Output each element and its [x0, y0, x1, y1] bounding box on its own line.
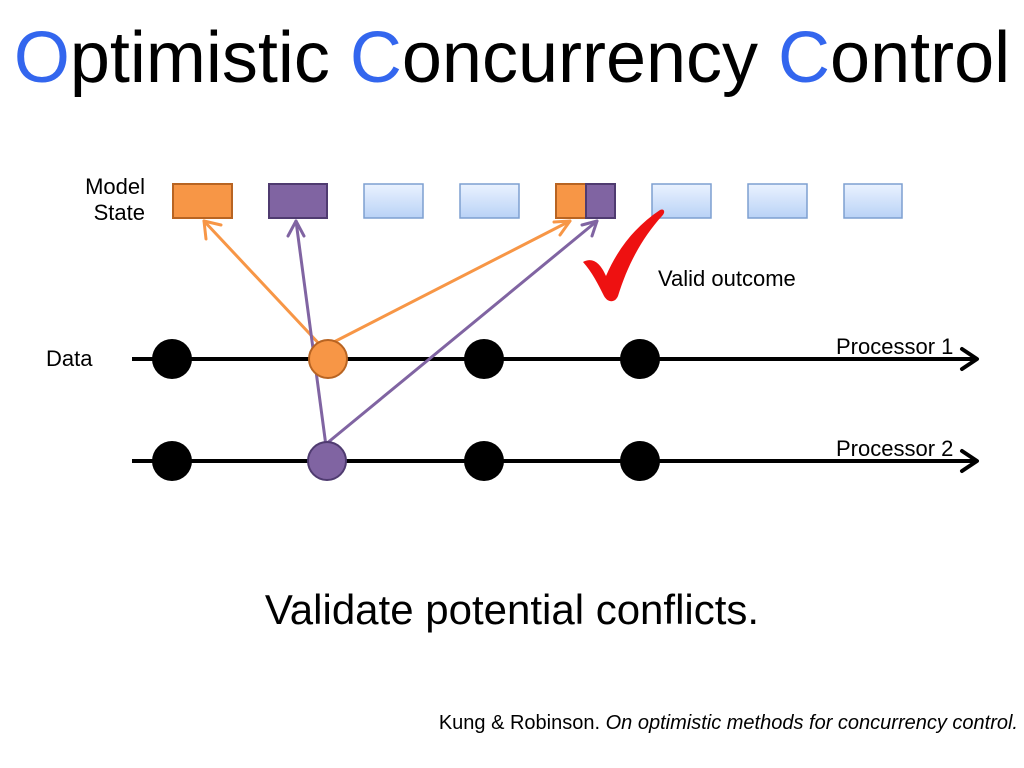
orange-arrow-to-block-1	[202, 219, 325, 350]
processor-1-timeline	[132, 347, 979, 371]
state-block-5-purple	[585, 183, 616, 219]
citation-authors: Kung & Robinson.	[438, 712, 606, 734]
title-cap-2: C	[349, 18, 402, 98]
state-block-5-orange	[555, 183, 587, 219]
state-block-3	[363, 183, 424, 219]
state-block-1	[172, 183, 233, 219]
model-state-label: Model State	[85, 174, 145, 227]
state-block-7	[747, 183, 808, 219]
p1-data-point-1	[152, 339, 192, 379]
state-block-8	[843, 183, 903, 219]
title-rest-1: ptimistic	[69, 18, 350, 98]
model-state-label-line1: Model	[85, 174, 145, 199]
p2-data-point-3	[464, 441, 504, 481]
p2-data-point-4	[620, 441, 660, 481]
orange-arrow-to-block-5	[328, 219, 572, 346]
model-state-label-line2: State	[93, 200, 145, 226]
slide-subtitle: Validate potential conflicts.	[264, 586, 760, 633]
p1-data-point-2-orange	[308, 339, 348, 379]
state-block-2	[268, 183, 328, 219]
state-block-4	[459, 183, 520, 219]
processor-1-label: Processor 1	[836, 334, 954, 359]
p1-data-point-3	[464, 339, 504, 379]
citation-title: On optimistic methods for concurrency co…	[605, 712, 1018, 734]
processor-2-timeline	[132, 449, 979, 473]
slide-title: Optimistic Concurrency Control	[0, 22, 1024, 94]
p2-data-point-2-purple	[307, 441, 347, 481]
checkmark-icon	[583, 209, 665, 302]
title-cap-1: O	[13, 18, 70, 98]
title-rest-3: ontrol	[830, 18, 1011, 98]
p1-data-point-4	[620, 339, 660, 379]
citation: Kung & Robinson. On optimistic methods f…	[398, 710, 1018, 736]
title-rest-2: oncurrency	[401, 18, 779, 98]
purple-arrow-to-block-2	[286, 219, 328, 448]
title-cap-3: C	[778, 18, 831, 98]
p2-data-point-1	[152, 441, 192, 481]
purple-arrow-to-block-5	[324, 219, 599, 446]
data-label: Data	[46, 346, 93, 371]
valid-outcome-label: Valid outcome	[658, 266, 796, 291]
processor-2-label: Processor 2	[836, 436, 954, 461]
